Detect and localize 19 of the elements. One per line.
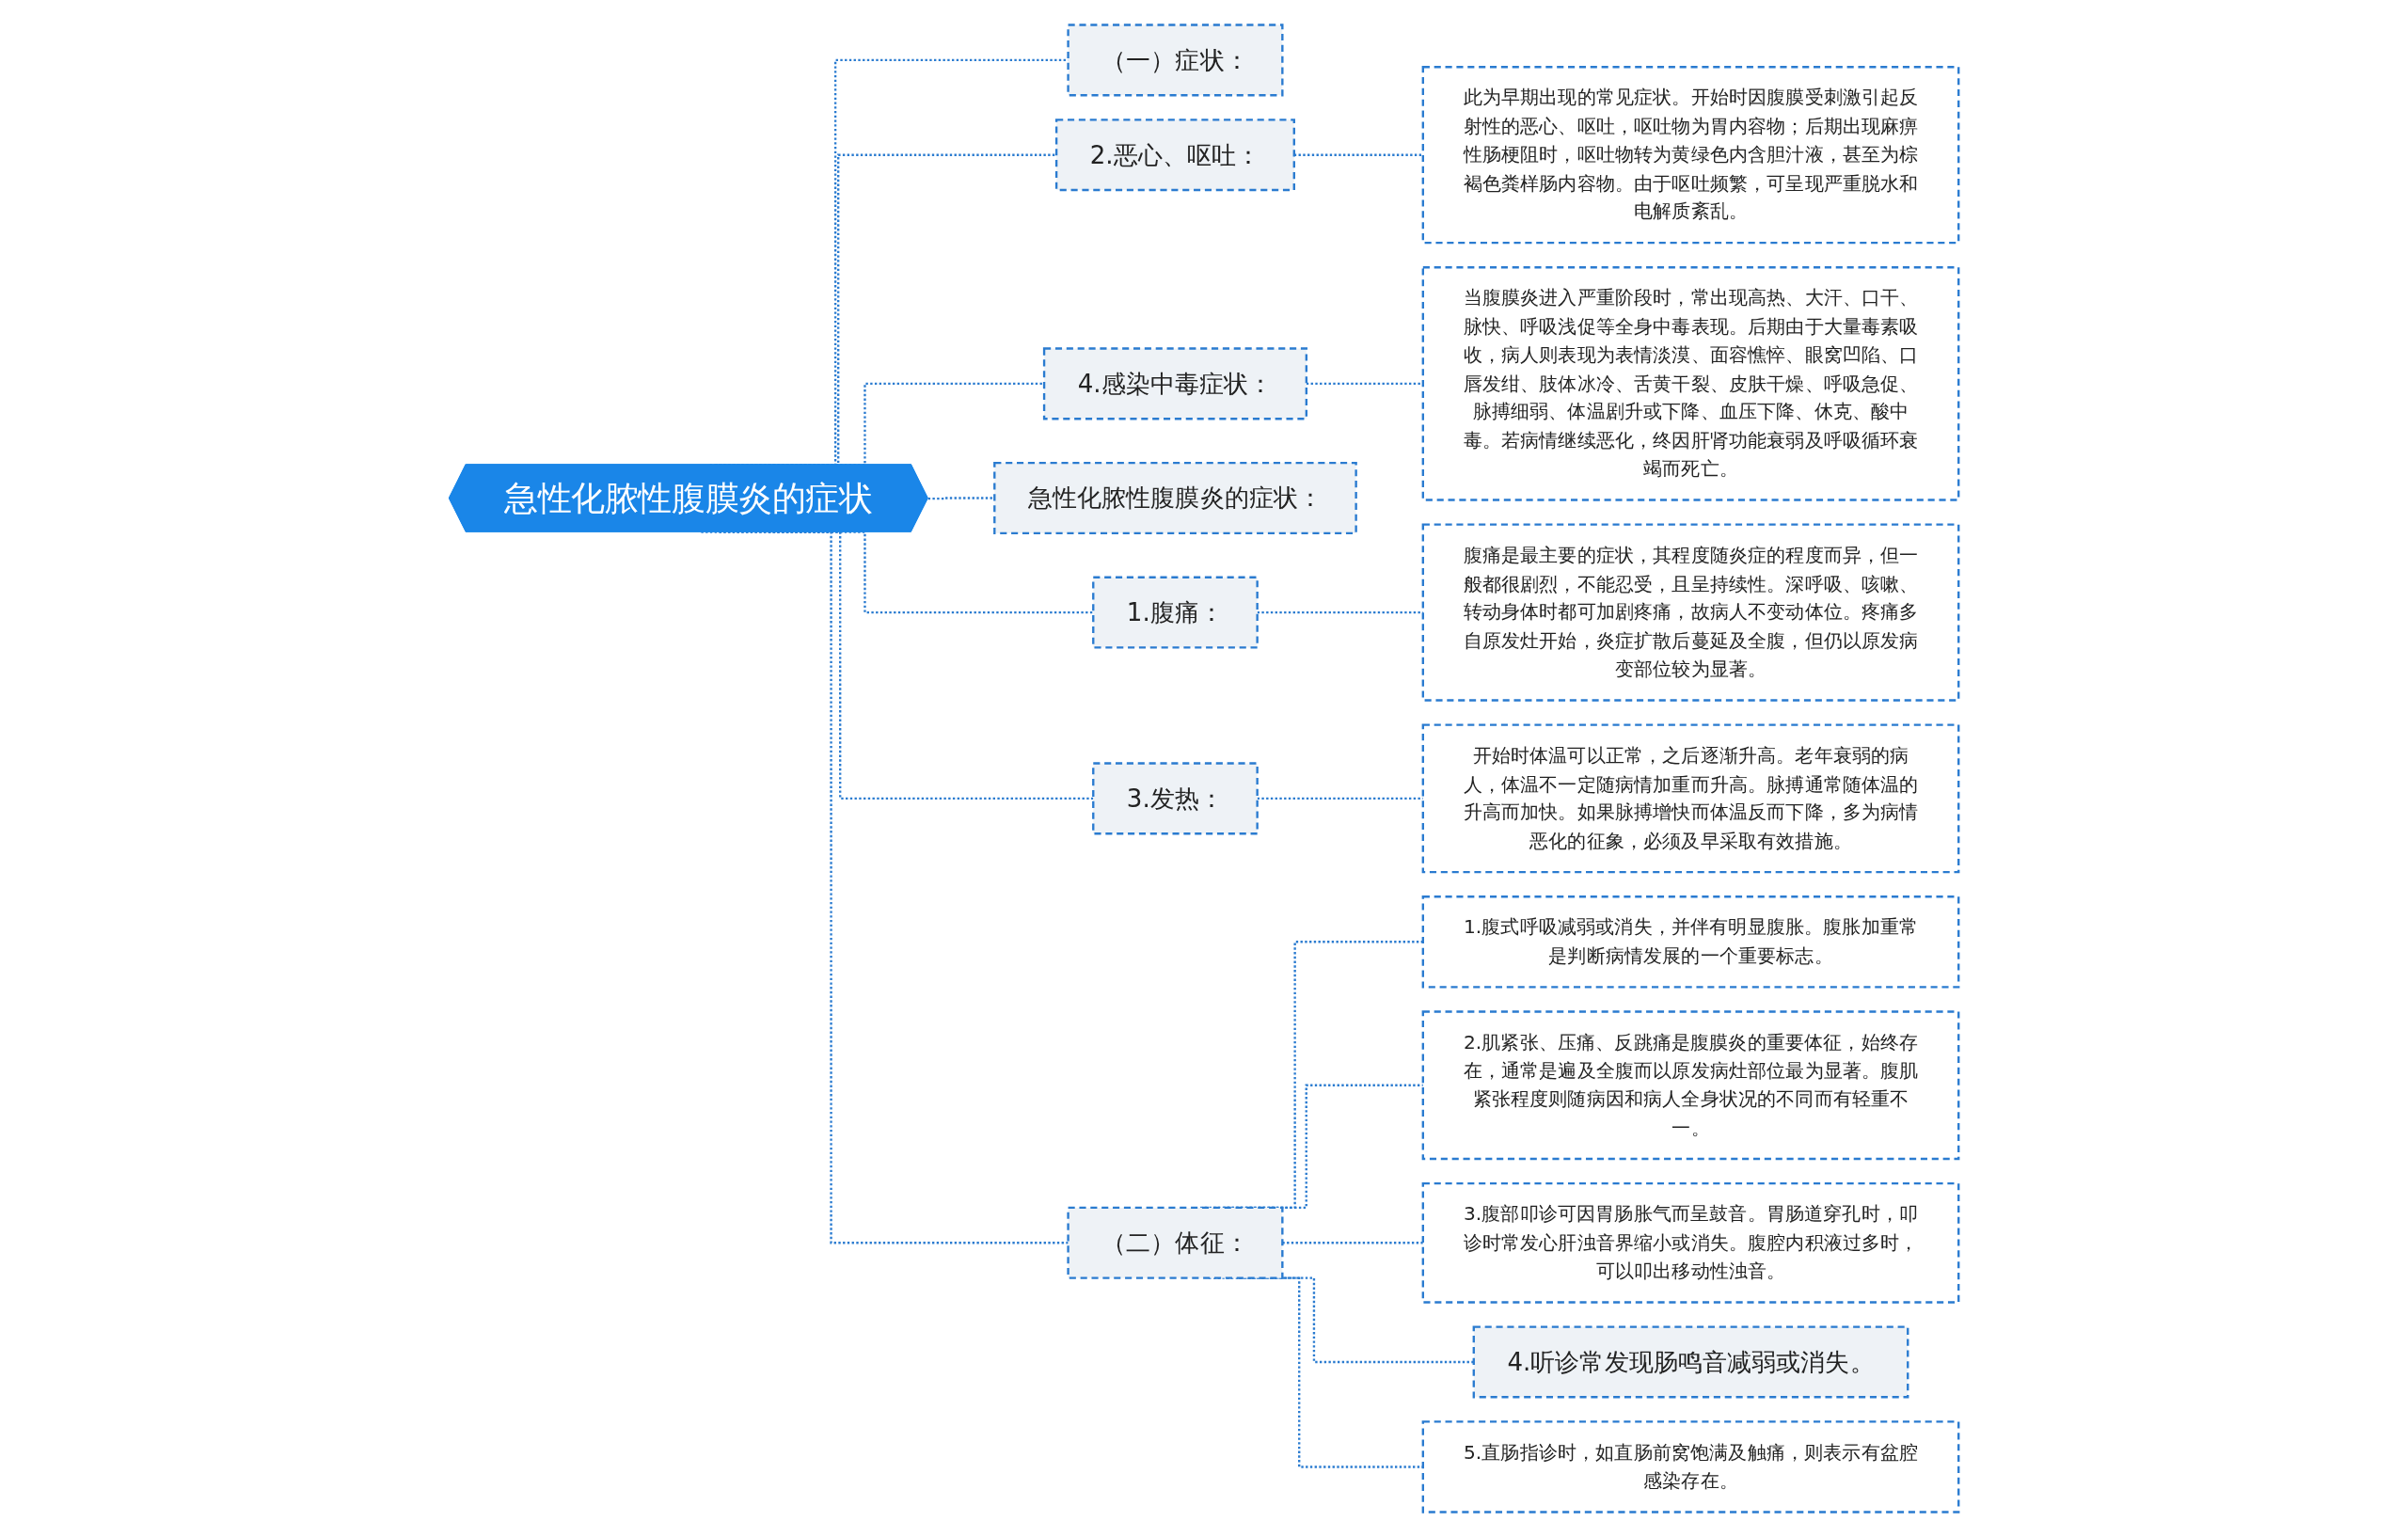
node-box: 4.听诊常发现肠鸣音减弱或消失。 — [1472, 1325, 1909, 1399]
connector — [927, 497, 995, 500]
node-box: （二）体征： — [1067, 1206, 1284, 1279]
node-box: 此为早期出现的常见症状。开始时因腹膜受刺激引起反射性的恶心、呕吐，呕吐物为胃内容物；后期出现麻痹性肠梗阻时，呕吐物转为黄绿色内含胆汁液，甚至为棕褐色粪样肠内容物。由于呕吐频繁，可呈现严重脱水和电解质紊乱。 — [1421, 66, 1960, 245]
node-box: 1.腹式呼吸减弱或消失，并伴有明显腹胀。腹胀加重常是判断病情发展的一个重要标志。 — [1421, 895, 1960, 989]
node-box: 急性化脓性腹膜炎的症状： — [993, 461, 1357, 535]
node-box: （一）症状： — [1067, 24, 1284, 97]
node-box: 5.直肠指诊时，如直肠前窝饱满及触痛，则表示有盆腔感染存在。 — [1421, 1420, 1960, 1513]
node-box: 1.腹痛： — [1092, 576, 1259, 649]
node-box: 2.恶心、呕吐： — [1055, 119, 1296, 192]
node-box: 2.肌紧张、压痛、反跳痛是腹膜炎的重要体征，始终存在，通常是遍及全腹而以原发病灶部位最为显著。腹肌紧张程度则随病因和病人全身状况的不同而有轻重不一。 — [1421, 1010, 1960, 1161]
connector — [1293, 153, 1423, 156]
node-box: 当腹膜炎进入严重阶段时，常出现高热、大汗、口干、脉快、呼吸浅促等全身中毒表现。后期由于大量毒素吸收，病人则表现为表情淡漠、面容憔悴、眼窝凹陷、口唇发绀、肢体冰冷、舌黄干裂、皮肤干燥、呼吸急促、脉搏细弱、体温剧升或下降、血压下降、休克、酸中毒。若病情继续恶化，终因肝肾功能衰弱及呼吸循环衰竭而死亡。 — [1421, 266, 1960, 501]
node-box: 开始时体温可以正常，之后逐渐升高。老年衰弱的病人，体温不一定随病情加重而升高。脉搏通常随体温的升高而加快。如果脉搏增快而体温反而下降，多为病情恶化的征象，必须及早采取有效措施。 — [1421, 723, 1960, 874]
node-box: 4.感染中毒症状： — [1043, 347, 1308, 420]
connector — [1307, 382, 1423, 386]
node-box: 3.发热： — [1092, 762, 1259, 835]
node-box: 3.腹部叩诊可因胃肠胀气而呈鼓音。胃肠道穿孔时，叩诊时常发心肝浊音界缩小或消失。腹腔内积液过多时，可以叩出移动性浊音。 — [1421, 1181, 1960, 1304]
node-box: 腹痛是最主要的症状，其程度随炎症的程度而异，但一般都很剧烈，不能忍受，且呈持续性。深呼吸、咳嗽、转动身体时都可加剧疼痛，故病人不变动体位。疼痛多自原发灶开始，炎症扩散后蔓延及全腹，但仍以原发病变部位较为显著。 — [1421, 523, 1960, 702]
